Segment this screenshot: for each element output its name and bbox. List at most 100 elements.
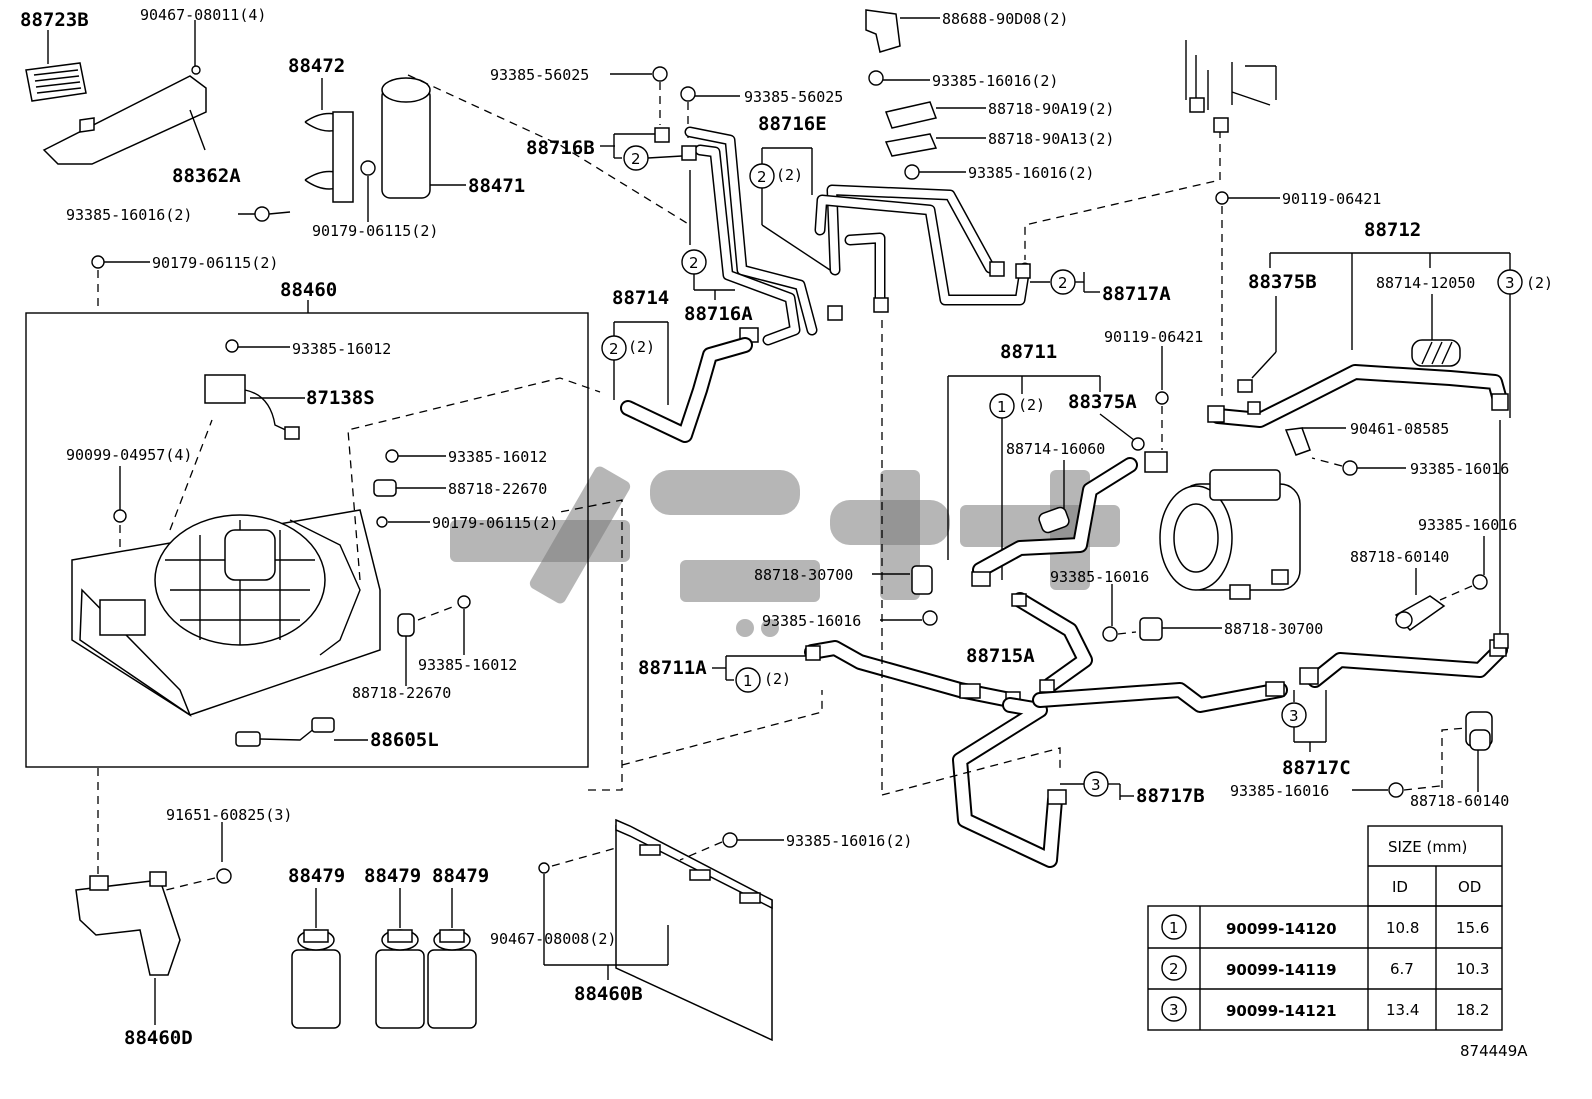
leader-sensor-dash (169, 419, 213, 531)
label-93385-16016-h: 93385-16016 (1230, 782, 1329, 800)
label-90119-06421-a: 90119-06421 (1282, 190, 1381, 208)
label-88718-30700-a: 88718-30700 (754, 566, 853, 584)
svg-text:13.4: 13.4 (1386, 1001, 1419, 1019)
svg-text:2: 2 (631, 150, 641, 168)
label-88718-90A13: 88718-90A13(2) (988, 130, 1114, 148)
label-88375A: 88375A (1068, 391, 1137, 413)
part-88460D-bracket (75, 871, 181, 1025)
bolt-90119-06421-a (1215, 191, 1280, 400)
svg-text:10.3: 10.3 (1456, 960, 1489, 978)
svg-text:(2): (2) (1018, 396, 1045, 414)
size-table-row: 2 90099-14119 6.7 10.3 (1161, 955, 1489, 981)
leader-top-right-dash (1024, 130, 1221, 260)
part-88472-bracket (304, 78, 354, 203)
svg-text:3: 3 (1505, 274, 1515, 292)
label-88479-a: 88479 (288, 865, 345, 887)
svg-text:1: 1 (1169, 919, 1179, 937)
label-88711A: 88711A (638, 657, 707, 679)
label-88714: 88714 (612, 287, 669, 309)
leader-88375A (1099, 413, 1135, 441)
part-top-right-fitting (1185, 40, 1277, 133)
size-table-col-od: OD (1458, 878, 1481, 896)
label-93385-16016-g: 93385-16016 (1050, 568, 1149, 586)
part-87138S-sensor (204, 339, 305, 440)
clip-90461-08585 (1284, 427, 1406, 476)
size-table-col-id: ID (1392, 878, 1408, 896)
label-88716E: 88716E (758, 113, 827, 135)
bolt-90119-06421-b (1155, 346, 1169, 450)
svg-text:(2): (2) (764, 670, 791, 688)
leader-88375B-b (1251, 351, 1277, 379)
svg-text:1: 1 (997, 398, 1007, 416)
size-table: SIZE (mm) ID OD 1 90099-14120 10.8 15.6 … (1147, 825, 1503, 1031)
part-88375A-sensor (1131, 437, 1145, 451)
label-93385-16016-e: 93385-16016 (1418, 516, 1517, 534)
label-93385-16012-c: 93385-16012 (418, 656, 517, 674)
label-93385-16016-i: 93385-16016(2) (786, 832, 912, 850)
label-88711: 88711 (1000, 341, 1057, 363)
part-compressor (1159, 469, 1301, 600)
clamp-88718-30700-a (872, 565, 938, 626)
circle-2-88716E: 2 (2) (749, 163, 831, 271)
svg-text:90099-14119: 90099-14119 (1226, 961, 1337, 979)
part-88460B-panel (538, 818, 784, 1042)
svg-text:10.8: 10.8 (1386, 919, 1419, 937)
label-91651-60825: 91651-60825(3) (166, 806, 292, 824)
part-88714-12050-sleeve (1411, 339, 1461, 367)
label-88723B: 88723B (20, 9, 89, 31)
clip-88718-90A19 (884, 101, 986, 180)
label-93385-56025-b: 93385-56025 (744, 88, 843, 106)
circle-3-88717B: 3 (1060, 771, 1134, 800)
leader-88711A-dash (621, 690, 823, 766)
pipe-88715A (1011, 592, 1093, 693)
size-table-row: 1 90099-14120 10.8 15.6 (1161, 914, 1489, 940)
clip-88718-22670-b (397, 595, 471, 686)
bolt-91651-60825 (165, 822, 232, 891)
fitting-right (1493, 633, 1509, 649)
svg-text:2: 2 (609, 340, 619, 358)
label-93385-16016-c: 93385-16016(2) (968, 164, 1094, 182)
part-88605L-harness (235, 717, 368, 747)
svg-text:3: 3 (1289, 707, 1299, 725)
pipe-88717A-group (814, 184, 1031, 313)
label-88718-60140-b: 88718-60140 (1410, 792, 1509, 810)
label-88362A: 88362A (172, 165, 241, 187)
label-88718-60140-a: 88718-60140 (1350, 548, 1449, 566)
label-93385-56025-a: 93385-56025 (490, 66, 589, 84)
label-93385-16016-b: 93385-16016(2) (932, 72, 1058, 90)
label-88718-22670-b: 88718-22670 (352, 684, 451, 702)
size-table-row: 3 90099-14121 13.4 18.2 (1161, 996, 1489, 1022)
label-90179-06115-a: 90179-06115(2) (312, 222, 438, 240)
part-88479-can-c (427, 888, 477, 1029)
label-88479-c: 88479 (432, 865, 489, 887)
label-88712: 88712 (1364, 219, 1421, 241)
part-88479-can-b (375, 888, 425, 1029)
label-87138S: 87138S (306, 387, 375, 409)
label-93385-16016-a: 93385-16016(2) (66, 206, 192, 224)
bolt-93385-16016-a (238, 160, 376, 222)
label-93385-16012-a: 93385-16012 (292, 340, 391, 358)
label-88715A: 88715A (966, 645, 1035, 667)
label-88605L: 88605L (370, 729, 439, 751)
label-88714-16060: 88714-16060 (1006, 440, 1105, 458)
circle-2-88717A: 2 (1030, 269, 1100, 295)
clamp-88718-60140-a (1394, 585, 1473, 631)
circle-2-88714: 2 (2) (601, 335, 655, 400)
label-93385-16012-b: 93385-16012 (448, 448, 547, 466)
label-88717C: 88717C (1282, 757, 1351, 779)
label-88717A: 88717A (1102, 283, 1171, 305)
part-88460-evaporator-unit (71, 509, 381, 718)
clip-88718-22670-a (373, 449, 446, 528)
bolt-93385-56025-a (610, 66, 668, 125)
label-88375B: 88375B (1248, 271, 1317, 293)
label-88460D: 88460D (124, 1027, 193, 1049)
svg-text:2: 2 (757, 168, 767, 186)
label-93385-16016-d: 93385-16016 (1410, 460, 1509, 478)
label-88716B: 88716B (526, 137, 595, 159)
label-90467-08011: 90467-08011(4) (140, 6, 266, 24)
pipe-88712 (1207, 364, 1509, 428)
nut-90179-06115-b (91, 255, 150, 312)
circle-3-88717C: 3 (1281, 690, 1327, 752)
label-88714-12050: 88714-12050 (1376, 274, 1475, 292)
